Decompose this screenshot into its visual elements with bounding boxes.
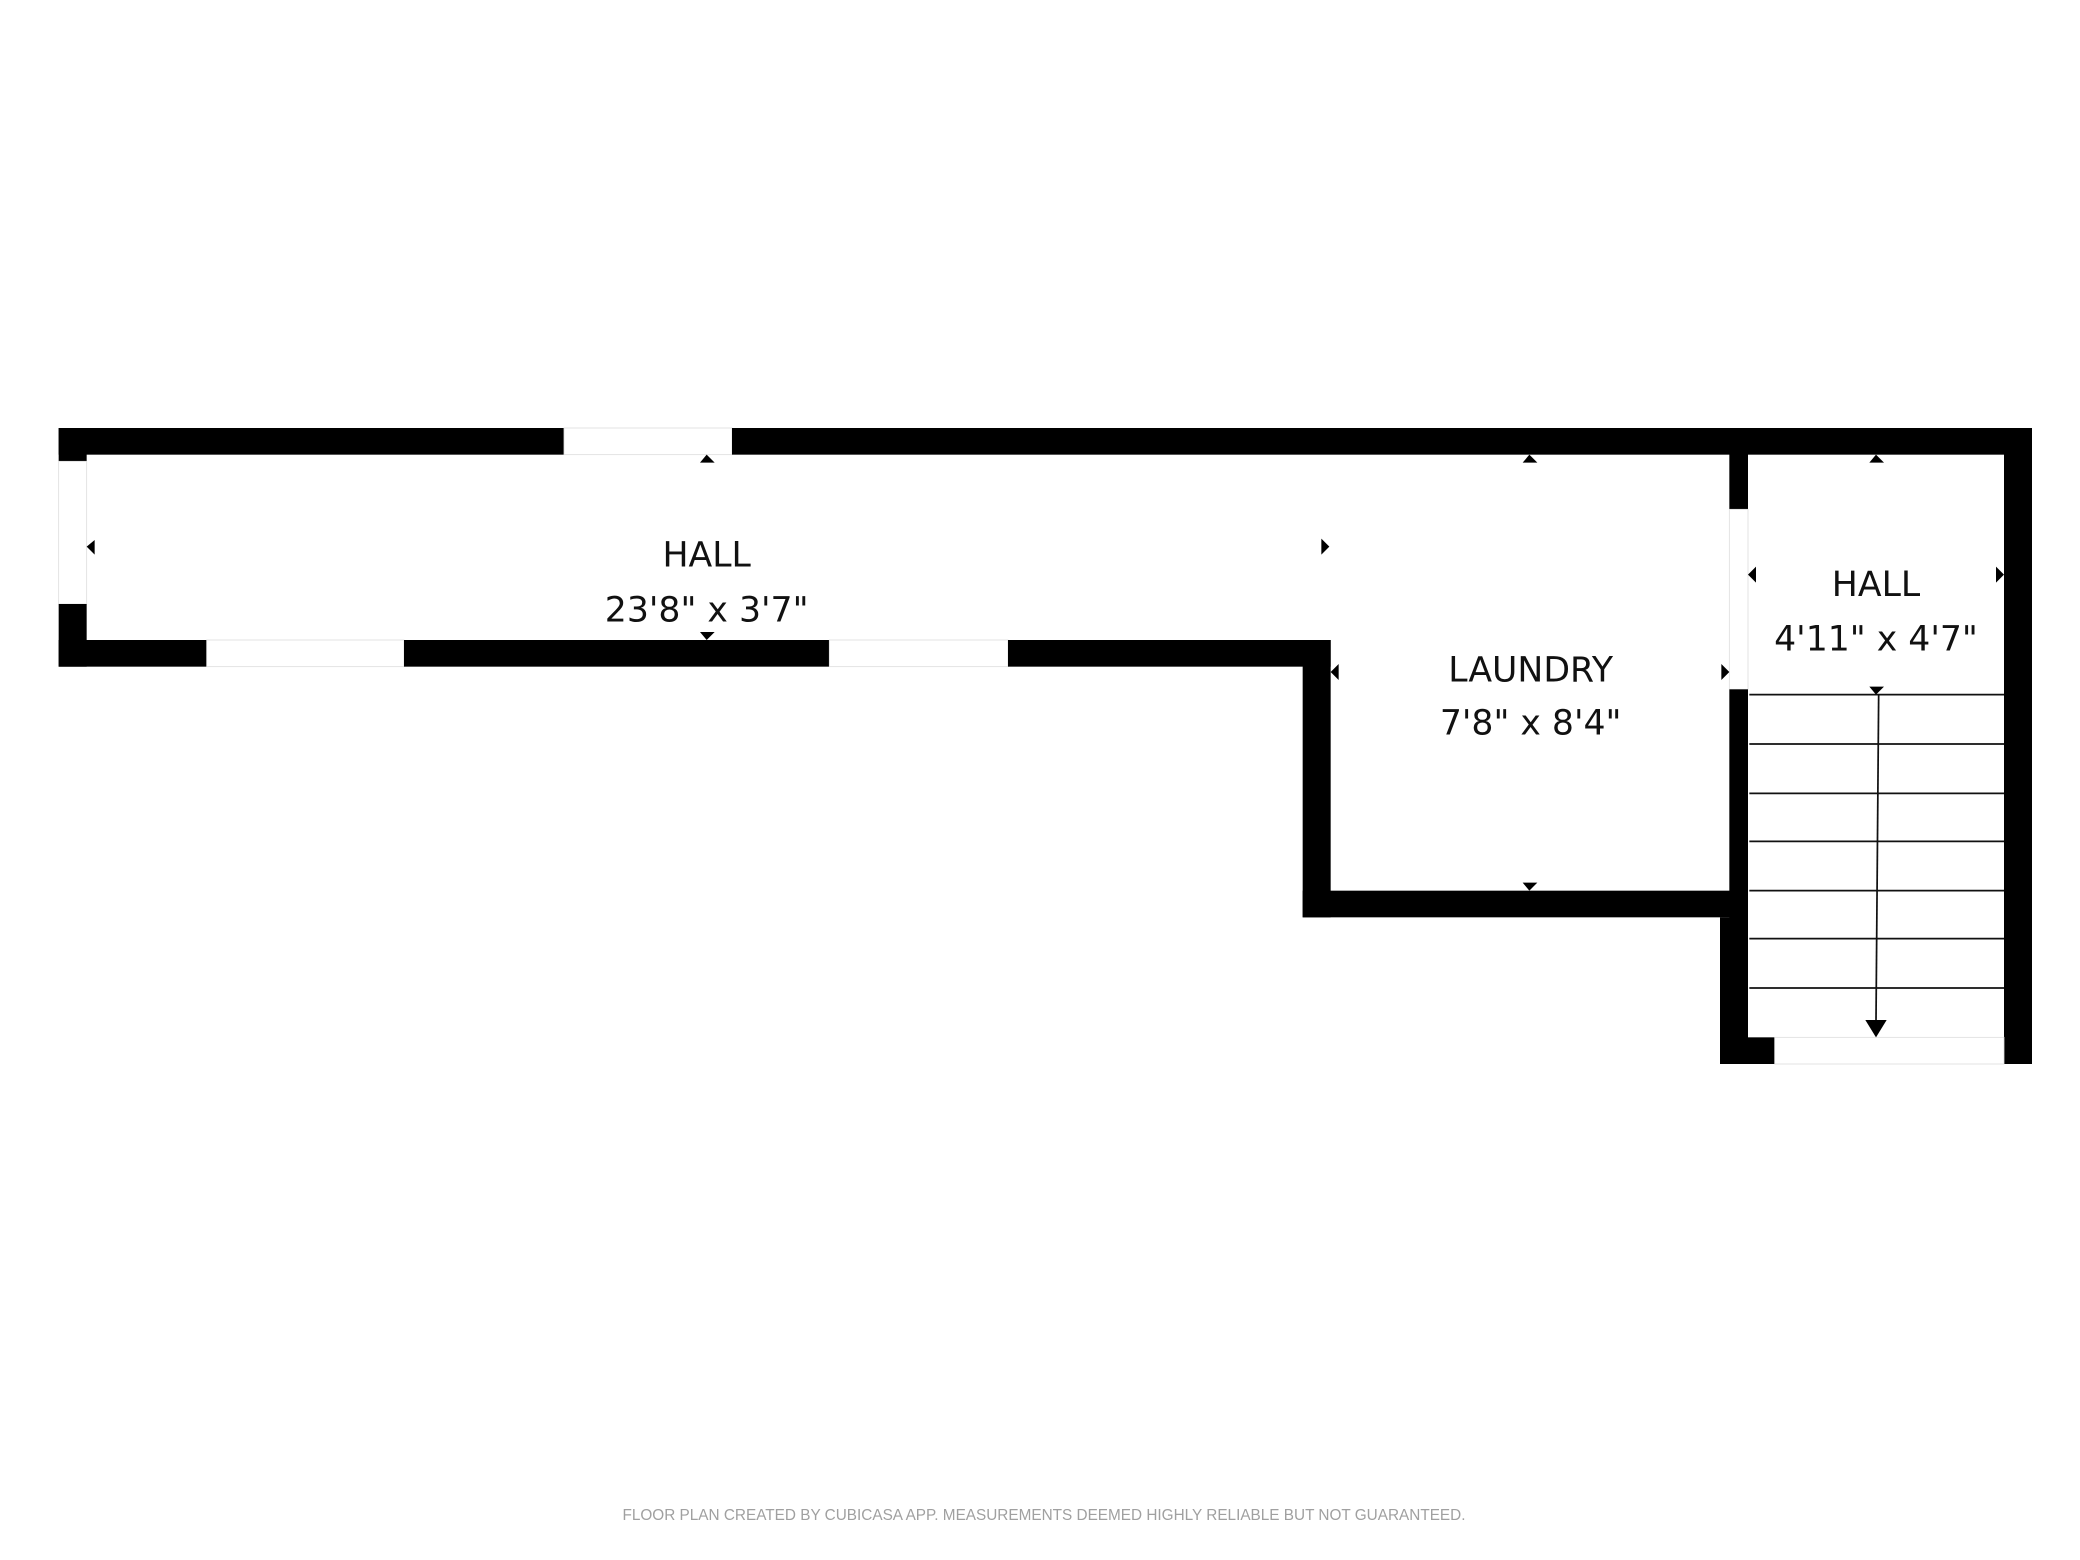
wall-left-upper [58, 428, 87, 462]
window-bottom-2 [828, 639, 1009, 668]
room-name-hall-main: HALL [662, 536, 751, 576]
disclaimer-footer: FLOOR PLAN CREATED BY CUBICASA APP. MEAS… [623, 1507, 1466, 1524]
wall-right [2004, 428, 2032, 1064]
wall-stair-bottom [1720, 1037, 1775, 1064]
room-dimensions-hall-stair: 4'11" x 4'7" [1774, 620, 1978, 660]
wall-hall-bottom-3 [1008, 640, 1331, 667]
wall-laundry-left [1302, 640, 1331, 918]
wall-hall-bottom-1 [58, 640, 207, 667]
wall-hall-bottom-2 [404, 640, 830, 667]
opening-stair-bottom [1774, 1036, 2005, 1065]
room-name-hall-stair: HALL [1832, 565, 1921, 605]
room-name-laundry: LAUNDRY [1448, 650, 1614, 690]
stair-direction-line [1875, 694, 1880, 1022]
opening-top [563, 427, 733, 456]
stairs [1749, 693, 2004, 1038]
wall-top-right [732, 428, 2032, 455]
wall-top-left [58, 428, 565, 455]
room-dimensions-hall-main: 23'8" x 3'7" [605, 590, 809, 630]
doorway-divider [1728, 508, 1749, 690]
window-bottom-1 [206, 639, 405, 668]
wall-divider-upper [1729, 428, 1748, 510]
walls [58, 427, 2032, 1065]
stair-arrow-icon [1865, 1020, 1887, 1038]
room-dimensions-laundry: 7'8" x 8'4" [1440, 704, 1622, 744]
dimension-markers [86, 454, 2004, 891]
wall-laundry-bottom [1302, 890, 1747, 918]
window-left [58, 460, 88, 605]
